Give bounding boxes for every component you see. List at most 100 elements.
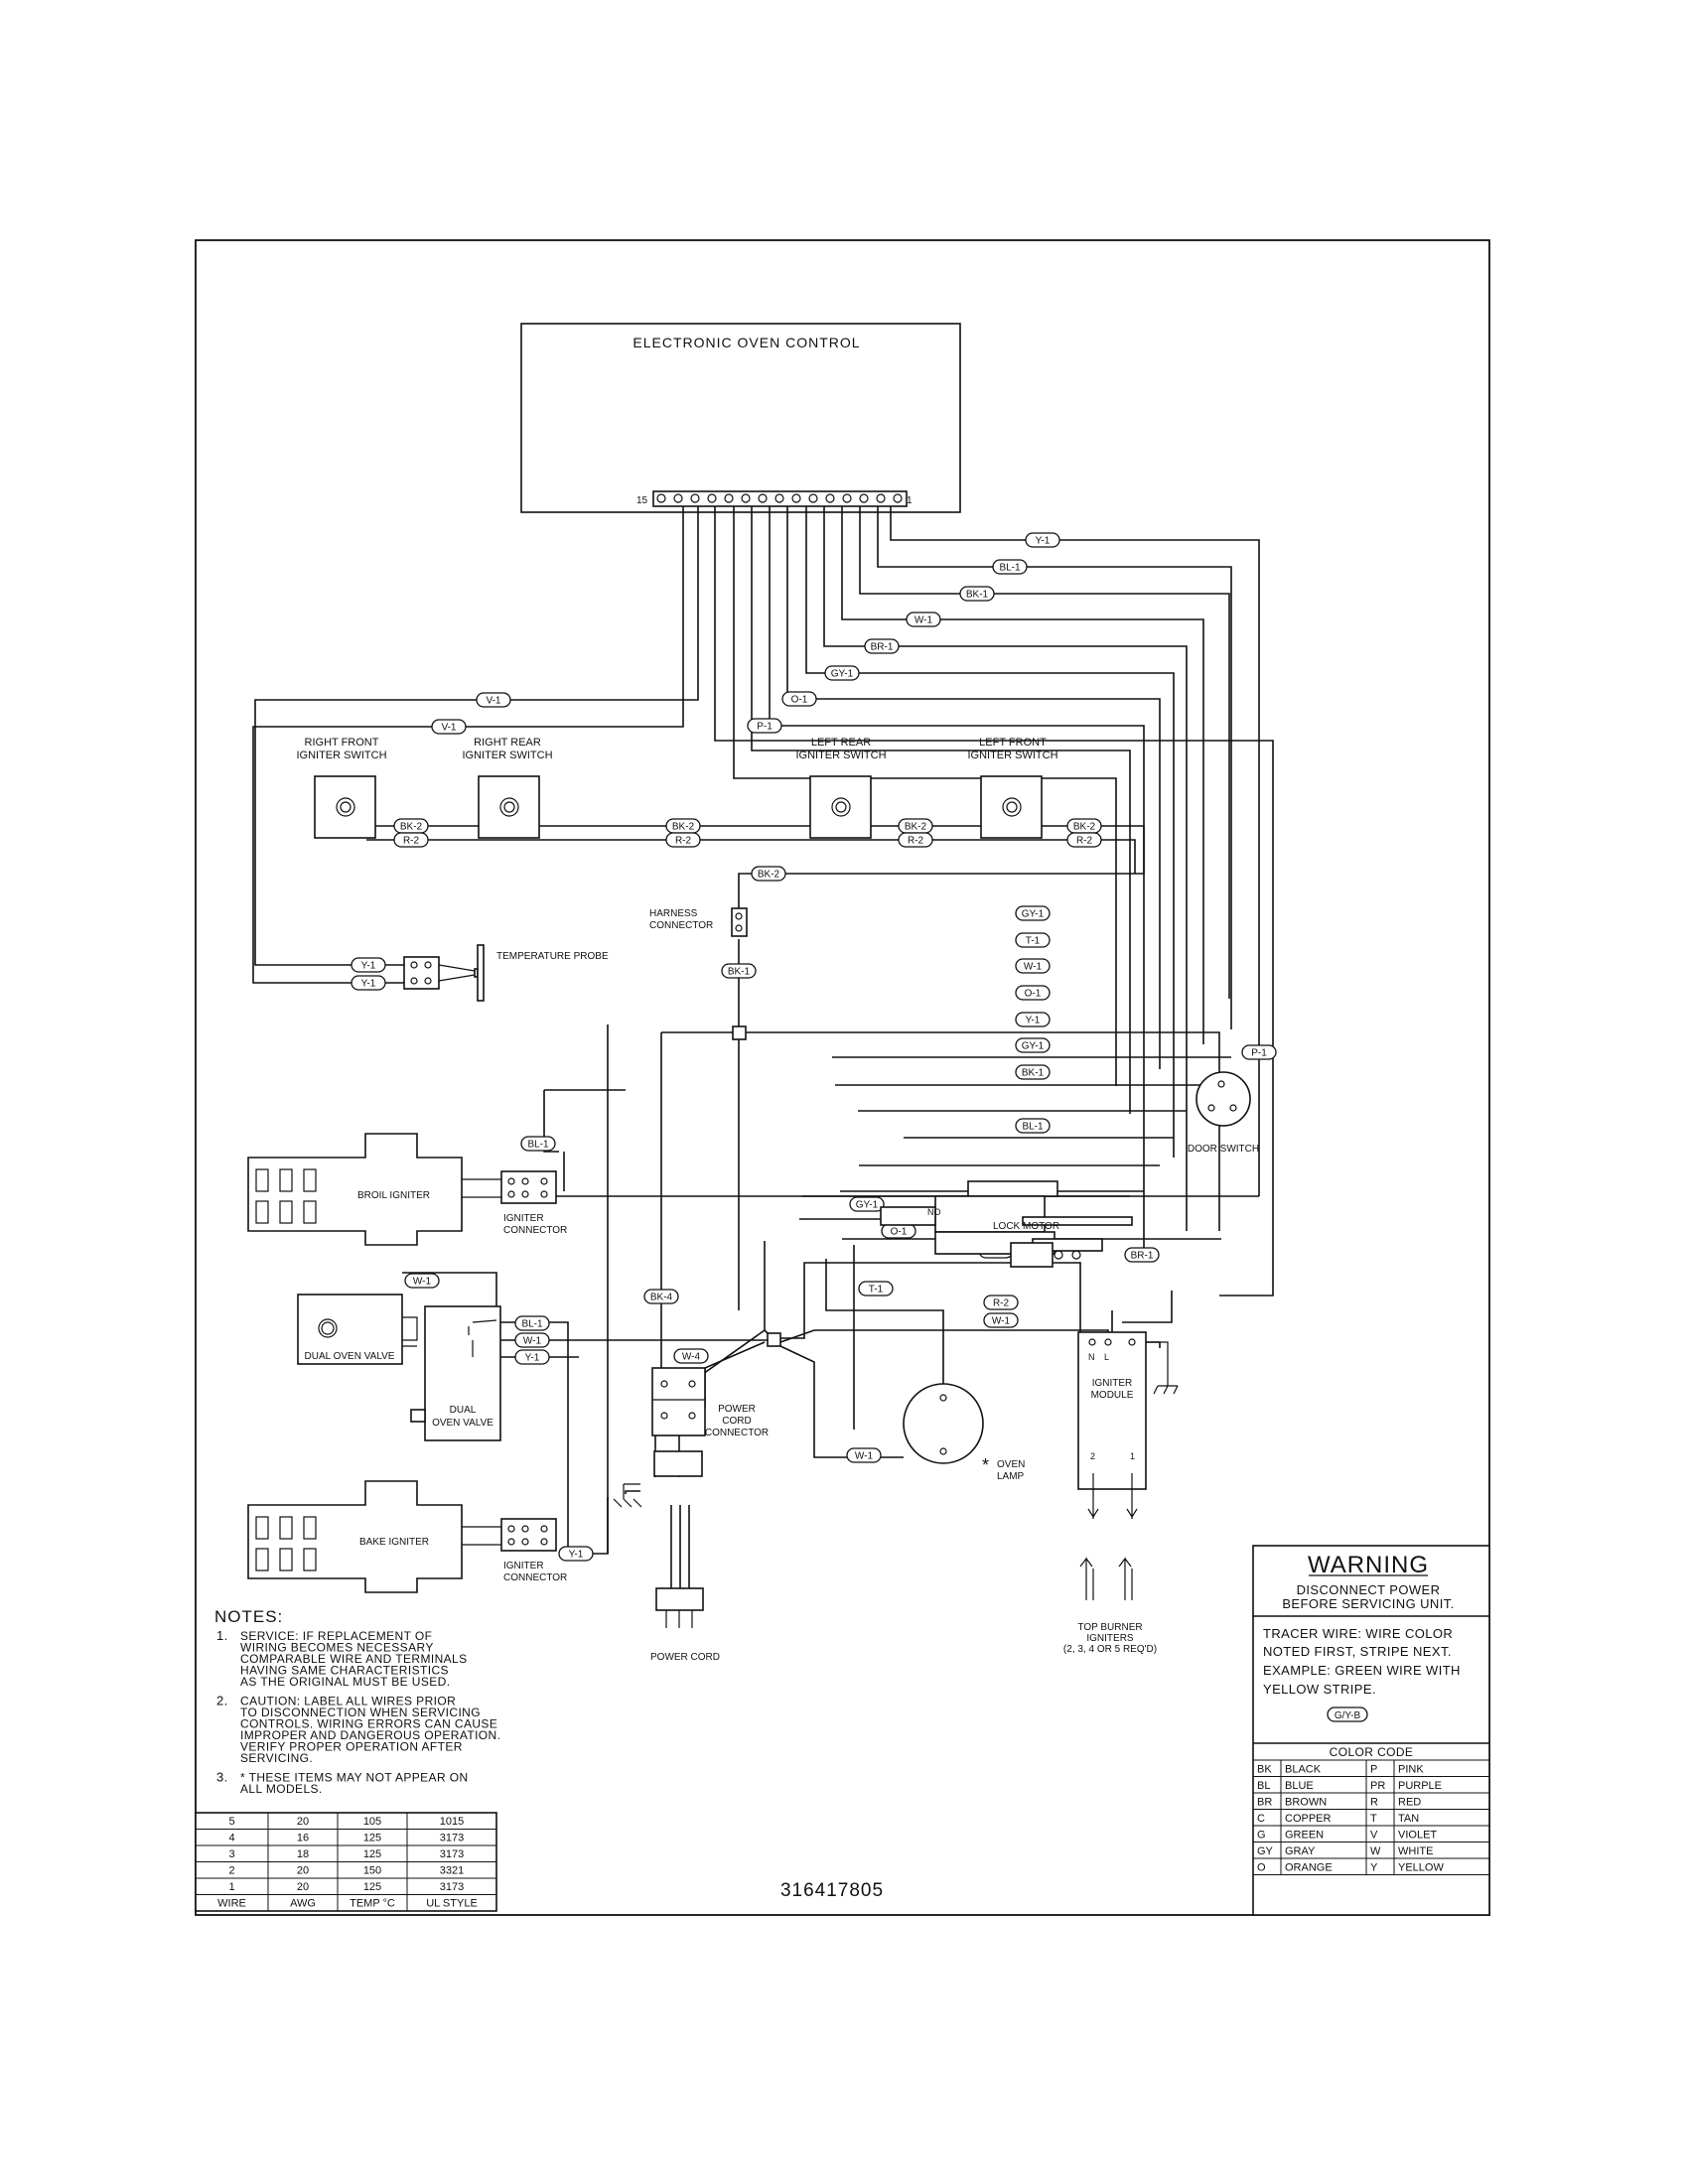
color-code-cell: O — [1257, 1862, 1266, 1874]
svg-text:Y-1: Y-1 — [361, 961, 376, 972]
bake-igniter: BAKE IGNITER — [247, 1480, 501, 1593]
svg-text:P-1: P-1 — [1251, 1048, 1267, 1059]
color-code-cell: BL — [1257, 1780, 1270, 1792]
wire-table-cell: 4 — [228, 1833, 234, 1844]
svg-text:W-1: W-1 — [914, 615, 933, 626]
oven-lamp-label-2: LAMP — [997, 1471, 1025, 1482]
wire-tag-bk1: BK-1 — [959, 586, 995, 602]
color-code-cell: G — [1257, 1830, 1266, 1842]
tracer-line-3: EXAMPLE: GREEN WIRE WITH — [1263, 1663, 1461, 1678]
color-code-cell: W — [1370, 1845, 1381, 1857]
wire-tag-bk1: BK-1 — [721, 963, 757, 979]
right-rear-igniter-switch: RIGHT REAR IGNITER SWITCH — [462, 737, 553, 839]
color-code-cell: COPPER — [1285, 1813, 1332, 1825]
wire-runs — [252, 506, 1274, 1588]
wire-table-cell: 5 — [228, 1816, 234, 1828]
wire-tag-y1: Y-1 — [1015, 1012, 1051, 1027]
note-line: IMPROPER AND DANGEROUS OPERATION. — [240, 1728, 500, 1742]
svg-text:BK-2: BK-2 — [672, 822, 695, 833]
dual-valve-label-right-2: OVEN VALVE — [432, 1418, 493, 1429]
note-line: CAUTION: LABEL ALL WIRES PRIOR — [240, 1695, 456, 1708]
color-code-cell: Y — [1370, 1862, 1378, 1874]
color-code-cell: VIOLET — [1398, 1830, 1437, 1842]
harness-label-2: CONNECTOR — [649, 920, 713, 931]
color-code-cell: BK — [1257, 1764, 1272, 1776]
note-number: 1. — [216, 1628, 228, 1643]
igniter-module: N L IGNITER MODULE 2 1 — [1077, 1331, 1179, 1519]
note-number: 2. — [216, 1694, 228, 1708]
color-code-cell: YELLOW — [1398, 1862, 1444, 1874]
wire-tag-t1: T-1 — [858, 1281, 894, 1297]
wire-table-cell: 1015 — [440, 1816, 464, 1828]
broil-connector-label-2: CONNECTOR — [503, 1225, 567, 1236]
wire-tag-p1: P-1 — [747, 718, 782, 734]
wire-tag-br1: BR-1 — [1124, 1247, 1160, 1263]
color-code-cell: GRAY — [1285, 1845, 1316, 1857]
color-code-cell: ORANGE — [1285, 1862, 1333, 1874]
wire-tag-bk2: BK-2 — [393, 818, 429, 834]
terminal-pin — [758, 493, 768, 503]
left-rear-label-2: IGNITER SWITCH — [795, 750, 886, 761]
note-line: VERIFY PROPER OPERATION AFTER — [240, 1740, 463, 1754]
wire-tag-bl1: BL-1 — [1015, 1118, 1051, 1134]
svg-text:V-1: V-1 — [486, 696, 500, 707]
notes-title: NOTES: — [214, 1607, 283, 1626]
door-switch: DOOR SWITCH — [1188, 1071, 1259, 1155]
wire-tag-r2: R-2 — [665, 832, 701, 848]
svg-text:BR-1: BR-1 — [1131, 1251, 1154, 1262]
svg-text:Y-1: Y-1 — [1026, 1016, 1041, 1026]
terminal-pin — [842, 493, 852, 503]
note-line: SERVICING. — [240, 1751, 313, 1765]
note-line: WIRING BECOMES NECESSARY — [240, 1641, 434, 1655]
svg-text:GY-1: GY-1 — [856, 1200, 879, 1211]
note-line: SERVICE: IF REPLACEMENT OF — [240, 1629, 432, 1643]
color-code-cell: BROWN — [1285, 1797, 1327, 1809]
wire-tag-bk1: BK-1 — [1015, 1064, 1051, 1080]
svg-text:BL-1: BL-1 — [999, 563, 1021, 574]
svg-text:T-1: T-1 — [869, 1285, 884, 1296]
wire-table-header: TEMP °C — [350, 1898, 395, 1910]
wire-tag-w4: W-4 — [673, 1348, 709, 1364]
terminal-pin — [690, 493, 700, 503]
wire-tag-bl1: BL-1 — [520, 1136, 556, 1152]
svg-text:W-1: W-1 — [855, 1451, 874, 1462]
module-pin-1: 1 — [1130, 1451, 1135, 1461]
svg-text:P-1: P-1 — [757, 722, 773, 733]
color-code-cell: GY — [1257, 1845, 1274, 1857]
color-code-cell: T — [1370, 1813, 1377, 1825]
color-code-cell: C — [1257, 1813, 1265, 1825]
wire-tag-bl1: BL-1 — [514, 1315, 550, 1331]
wire-table-cell: 105 — [363, 1816, 381, 1828]
tracer-example-tag: G/Y-B — [1335, 1710, 1361, 1721]
wire-tag-r2: R-2 — [898, 832, 933, 848]
oven-lamp-asterisk: * — [982, 1455, 989, 1475]
svg-text:BK-2: BK-2 — [905, 822, 927, 833]
terminal-pin — [825, 493, 835, 503]
svg-text:Y-1: Y-1 — [361, 979, 376, 990]
harness-label-1: HARNESS — [649, 908, 698, 919]
svg-text:BL-1: BL-1 — [527, 1140, 549, 1151]
oven-lamp-label-1: OVEN — [997, 1459, 1025, 1470]
svg-text:GY-1: GY-1 — [1022, 1041, 1045, 1052]
harness-connector: HARNESS CONNECTOR — [649, 907, 748, 937]
bake-connector-label-1: IGNITER — [503, 1561, 544, 1571]
terminal-pin — [741, 493, 751, 503]
right-rear-label-1: RIGHT REAR — [474, 737, 541, 749]
wire-tag-bk2: BK-2 — [665, 818, 701, 834]
door-switch-label: DOOR SWITCH — [1188, 1144, 1259, 1155]
wire-tag-o1: O-1 — [1015, 985, 1051, 1001]
right-rear-label-2: IGNITER SWITCH — [462, 750, 552, 761]
svg-text:O-1: O-1 — [791, 695, 808, 706]
wire-tags: Y-1BL-1BK-1W-1BR-1GY-1O-1P-1V-1V-1BK-2R-… — [351, 532, 1277, 1562]
broil-igniter-connector: IGNITER CONNECTOR — [500, 1170, 567, 1236]
module-pin-l: L — [1104, 1352, 1109, 1362]
warning-subtitle-1: DISCONNECT POWER — [1297, 1582, 1441, 1597]
terminal-pins — [656, 493, 903, 503]
wire-table-cell: 20 — [297, 1865, 309, 1877]
svg-text:Y-1: Y-1 — [1036, 536, 1051, 547]
svg-text:BK-1: BK-1 — [728, 967, 751, 978]
wire-tag-y1: Y-1 — [558, 1546, 594, 1562]
wire-table-cell: 20 — [297, 1816, 309, 1828]
svg-text:R-2: R-2 — [993, 1298, 1010, 1309]
